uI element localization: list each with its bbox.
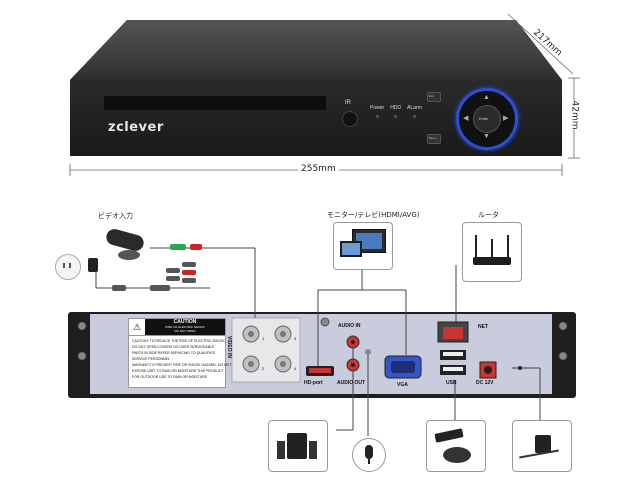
monitor-box bbox=[333, 222, 393, 270]
router-icon bbox=[473, 257, 511, 265]
audio-out-label: AUDIO OUT bbox=[337, 380, 366, 386]
led-hdd-label: HDD bbox=[390, 105, 402, 111]
microphone-icon bbox=[352, 438, 386, 472]
usb-devices-box bbox=[426, 420, 486, 472]
bnc-port-2[interactable] bbox=[243, 356, 259, 372]
camera-icon bbox=[100, 224, 152, 264]
speaker-icon bbox=[287, 433, 307, 459]
brand-logo: zclever bbox=[108, 120, 164, 135]
usb-port-1[interactable] bbox=[440, 350, 466, 360]
power-plug-icon bbox=[88, 258, 98, 272]
channel-3-number: 3 bbox=[294, 336, 297, 341]
esc-button[interactable]: Esc bbox=[427, 92, 441, 102]
router-box bbox=[462, 222, 522, 282]
ir-label: IR bbox=[345, 100, 351, 106]
nav-down-icon[interactable]: ▼ bbox=[483, 133, 490, 140]
dc-label: DC 12V bbox=[476, 380, 494, 386]
nav-up-icon[interactable]: ▲ bbox=[483, 94, 490, 101]
video-input-label: ビデオ入力 bbox=[98, 212, 133, 220]
bnc-port-1[interactable] bbox=[243, 326, 259, 342]
vga-label: VGA bbox=[397, 382, 408, 388]
audio-out-jack[interactable] bbox=[347, 359, 359, 371]
channel-2-number: 2 bbox=[262, 366, 265, 371]
menu-button[interactable]: Menu bbox=[427, 134, 441, 144]
speaker-box bbox=[268, 420, 328, 472]
navigation-dial[interactable]: ▲ ▼ ◀ ▶ Enter bbox=[456, 88, 518, 150]
led-alarm-icon bbox=[412, 115, 416, 118]
caution-line-2: DO NOT OPEN COVERS NO USER SERVICEABLE bbox=[132, 345, 215, 349]
caution-line-7: FOR OUTDOOR USE TO RAIN OR MOISTURE bbox=[132, 375, 208, 379]
ir-sensor bbox=[342, 111, 358, 127]
audio-in-label: AUDIO IN bbox=[338, 323, 361, 329]
audio-in-jack[interactable] bbox=[347, 336, 359, 348]
nav-right-icon[interactable]: ▶ bbox=[503, 115, 509, 122]
dc-power-jack[interactable] bbox=[480, 362, 496, 378]
caution-title: CAUTION bbox=[173, 319, 197, 325]
power-adapter-icon bbox=[535, 435, 551, 453]
disc-slot bbox=[104, 96, 326, 110]
bnc-port-4[interactable] bbox=[275, 356, 291, 372]
hdport-connector[interactable] bbox=[306, 366, 334, 376]
channel-4-number: 4 bbox=[294, 366, 297, 371]
caution-line-6: EXPOSE UNIT TO RAIN OR MOISTURE.THIS PRO… bbox=[132, 369, 224, 373]
caution-line-5: WARNING:TO PREVENT FIRE OR SHOCK HAZARD,… bbox=[132, 363, 232, 367]
caution-line-3: PARTS IN SIDE REFER SERVICING TO QUALIFI… bbox=[132, 351, 216, 355]
led-power-label: Power bbox=[370, 105, 385, 111]
led-power-icon bbox=[375, 115, 379, 118]
caution-sub-2: DO NOT OPEN bbox=[174, 329, 196, 333]
warning-icon: ⚠ bbox=[132, 321, 142, 332]
led-alarm-label: ALarm bbox=[407, 105, 422, 111]
caution-line-4: SERVICE PERSONNEL bbox=[132, 357, 170, 361]
enter-button[interactable]: Enter bbox=[473, 105, 501, 133]
vga-connector[interactable] bbox=[385, 356, 421, 378]
width-dimension: 255mm bbox=[298, 164, 339, 174]
wall-socket-icon bbox=[55, 254, 81, 280]
channel-1-number: 1 bbox=[262, 336, 265, 341]
usb-label: USB bbox=[446, 380, 457, 386]
router-label: ルータ bbox=[478, 211, 499, 219]
usb-stick-icon bbox=[434, 428, 464, 443]
nav-left-icon[interactable]: ◀ bbox=[463, 115, 469, 122]
hdport-label: HD-port bbox=[304, 380, 323, 386]
led-row: Power HDD ALarm bbox=[370, 105, 422, 118]
caution-label: ⚠ CAUTION RISK OF ELECTRIC SHOCK DO NOT … bbox=[128, 318, 232, 388]
usb-port-2[interactable] bbox=[440, 365, 466, 375]
monitor-label: モニター/テレビ(HDMI/AVG) bbox=[327, 211, 420, 219]
mouse-icon bbox=[443, 447, 471, 463]
net-label: NET bbox=[478, 324, 488, 330]
led-hdd-icon bbox=[394, 115, 398, 118]
power-adapter-box bbox=[512, 420, 572, 472]
caution-sub-1: RISK OF ELECTRIC SHOCK bbox=[165, 325, 205, 329]
height-dimension: 42mm bbox=[569, 100, 580, 130]
tv-icon bbox=[340, 241, 362, 257]
net-port[interactable] bbox=[438, 322, 468, 342]
video-in-label: VIDEO IN bbox=[225, 336, 232, 358]
bnc-port-3[interactable] bbox=[275, 326, 291, 342]
caution-line-1: CAUTION: TO REDUCE THE RISK OF ELECTRIC … bbox=[132, 339, 225, 343]
